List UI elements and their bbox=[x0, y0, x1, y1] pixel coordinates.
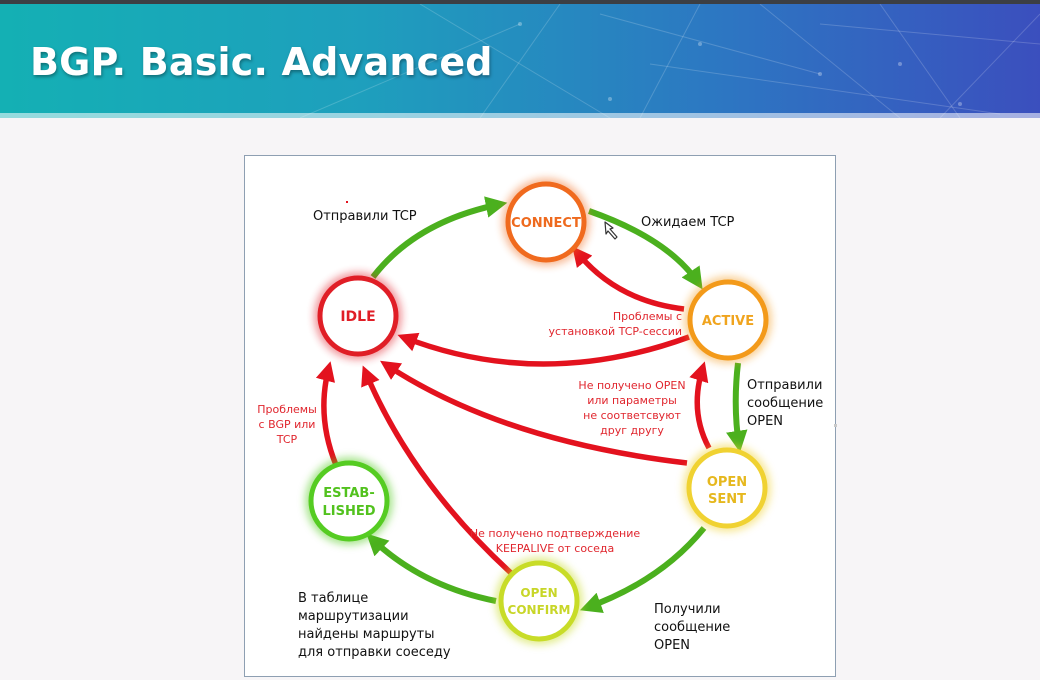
state-opensent: OPEN SENT bbox=[683, 444, 771, 532]
label-opensent-problems-line1: Не получено OPEN bbox=[578, 379, 685, 392]
label-openconfirm-problems-line2: KEEPALIVE от соседа bbox=[496, 542, 615, 555]
label-opensent-problems-line2: или параметры bbox=[587, 394, 677, 407]
arrow-connect-to-active bbox=[588, 208, 703, 290]
state-connect-label: CONNECT bbox=[511, 216, 581, 231]
arrow-active-to-connect bbox=[572, 246, 685, 312]
page-artifact-dot bbox=[834, 424, 837, 427]
label-active-to-opensent-line3: OPEN bbox=[747, 414, 783, 429]
arrow-openconfirm-to-idle bbox=[361, 365, 513, 576]
label-openconfirm-to-established-line3: найдены маршруты bbox=[298, 627, 435, 642]
bgp-fsm-diagram: CONNECT IDLE ACTIVE OPEN SENT ESTAB- LIS… bbox=[244, 155, 836, 677]
label-active-problems: Проблемы с установкой TCP-сессии bbox=[549, 310, 682, 338]
cursor-icon bbox=[604, 221, 618, 240]
arrow-opensent-to-idle bbox=[380, 360, 688, 466]
state-openconfirm: OPEN CONFIRM bbox=[495, 557, 583, 645]
window-top-edge bbox=[0, 0, 1040, 4]
stray-red-mark bbox=[346, 201, 348, 203]
arrow-opensent-to-active bbox=[689, 361, 712, 450]
label-connect-to-active: Ожидаем TCP bbox=[641, 215, 735, 230]
arrow-openconfirm-to-established bbox=[366, 533, 497, 604]
arrow-active-to-idle bbox=[397, 332, 690, 367]
state-idle: IDLE bbox=[314, 272, 402, 360]
state-opensent-label-line2: SENT bbox=[708, 492, 746, 507]
label-opensent-to-openconfirm-line2: сообщение bbox=[654, 620, 730, 635]
header-underline bbox=[0, 113, 1040, 118]
label-active-to-opensent: Отправили сообщение OPEN bbox=[747, 378, 823, 429]
arrow-established-to-idle bbox=[315, 361, 339, 467]
state-connect: CONNECT bbox=[502, 178, 590, 266]
label-openconfirm-to-established-line2: маршрутизации bbox=[298, 609, 409, 624]
label-active-problems-line1: Проблемы с bbox=[613, 310, 682, 323]
arrow-idle-to-connect bbox=[370, 196, 508, 279]
state-opensent-label-line1: OPEN bbox=[707, 475, 747, 490]
label-opensent-problems-line4: друг другу bbox=[600, 424, 664, 437]
state-established: ESTAB- LISHED bbox=[305, 457, 393, 545]
label-opensent-problems-line3: не соответсвуют bbox=[583, 409, 681, 422]
state-active: ACTIVE bbox=[684, 276, 772, 364]
arrow-opensent-to-openconfirm bbox=[579, 526, 707, 614]
label-opensent-to-openconfirm-line1: Получили bbox=[654, 602, 721, 617]
label-active-problems-line2: установкой TCP-сессии bbox=[549, 325, 682, 338]
label-active-to-opensent-line1: Отправили bbox=[747, 378, 822, 393]
arrow-active-to-opensent bbox=[726, 362, 748, 453]
label-openconfirm-to-established: В таблице маршрутизации найдены маршруты… bbox=[298, 591, 451, 660]
label-established-problems: Проблемы с BGP или TCP bbox=[257, 403, 317, 446]
slide-title: BGP. Basic. Advanced bbox=[30, 40, 493, 84]
label-openconfirm-to-established-line4: для отправки соеседу bbox=[298, 645, 451, 660]
label-openconfirm-problems-line1: Не получено подтверждение bbox=[470, 527, 640, 540]
slide-header: BGP. Basic. Advanced bbox=[0, 4, 1040, 118]
header-network-pattern bbox=[299, 4, 1040, 118]
state-openconfirm-label-line1: OPEN bbox=[520, 586, 557, 600]
label-openconfirm-to-established-line1: В таблице bbox=[298, 591, 368, 606]
state-idle-label: IDLE bbox=[340, 309, 375, 325]
label-established-problems-line1: Проблемы bbox=[257, 403, 317, 416]
state-established-label-line1: ESTAB- bbox=[323, 486, 374, 501]
label-opensent-problems: Не получено OPEN или параметры не соотве… bbox=[578, 379, 685, 437]
state-openconfirm-label-line2: CONFIRM bbox=[508, 603, 571, 617]
label-opensent-to-openconfirm: Получили сообщение OPEN bbox=[654, 602, 730, 653]
label-idle-to-connect: Отправили TCP bbox=[313, 209, 417, 224]
state-established-label-line2: LISHED bbox=[322, 504, 375, 519]
label-established-problems-line2: с BGP или bbox=[259, 418, 316, 431]
label-opensent-to-openconfirm-line3: OPEN bbox=[654, 638, 690, 653]
label-openconfirm-problems: Не получено подтверждение KEEPALIVE от с… bbox=[470, 527, 640, 555]
label-active-to-opensent-line2: сообщение bbox=[747, 396, 823, 411]
label-established-problems-line3: TCP bbox=[276, 433, 298, 446]
state-active-label: ACTIVE bbox=[702, 314, 754, 329]
